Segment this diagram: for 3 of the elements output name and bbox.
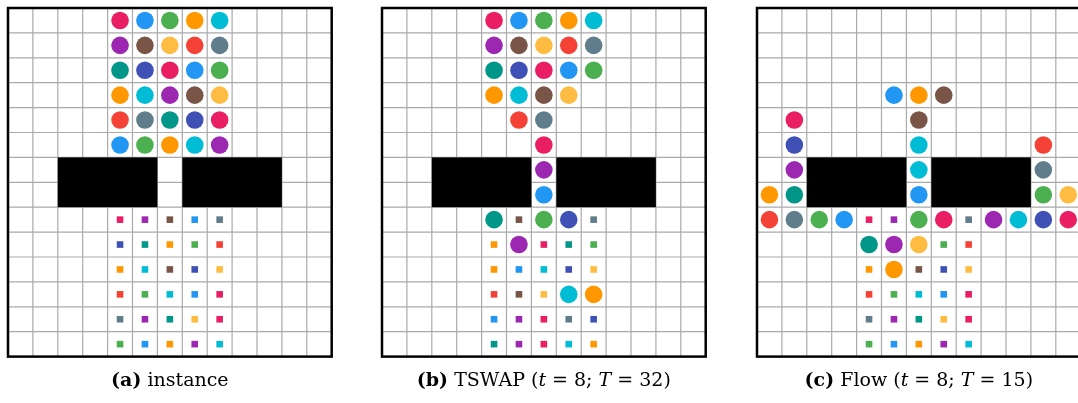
panel-caption: (b) TSWAP (t = 8; T = 32) bbox=[415, 368, 672, 390]
panel-caption: (c) Flow (t = 8; T = 15) bbox=[803, 368, 1035, 390]
panel-caption: (a) instance bbox=[110, 368, 230, 390]
